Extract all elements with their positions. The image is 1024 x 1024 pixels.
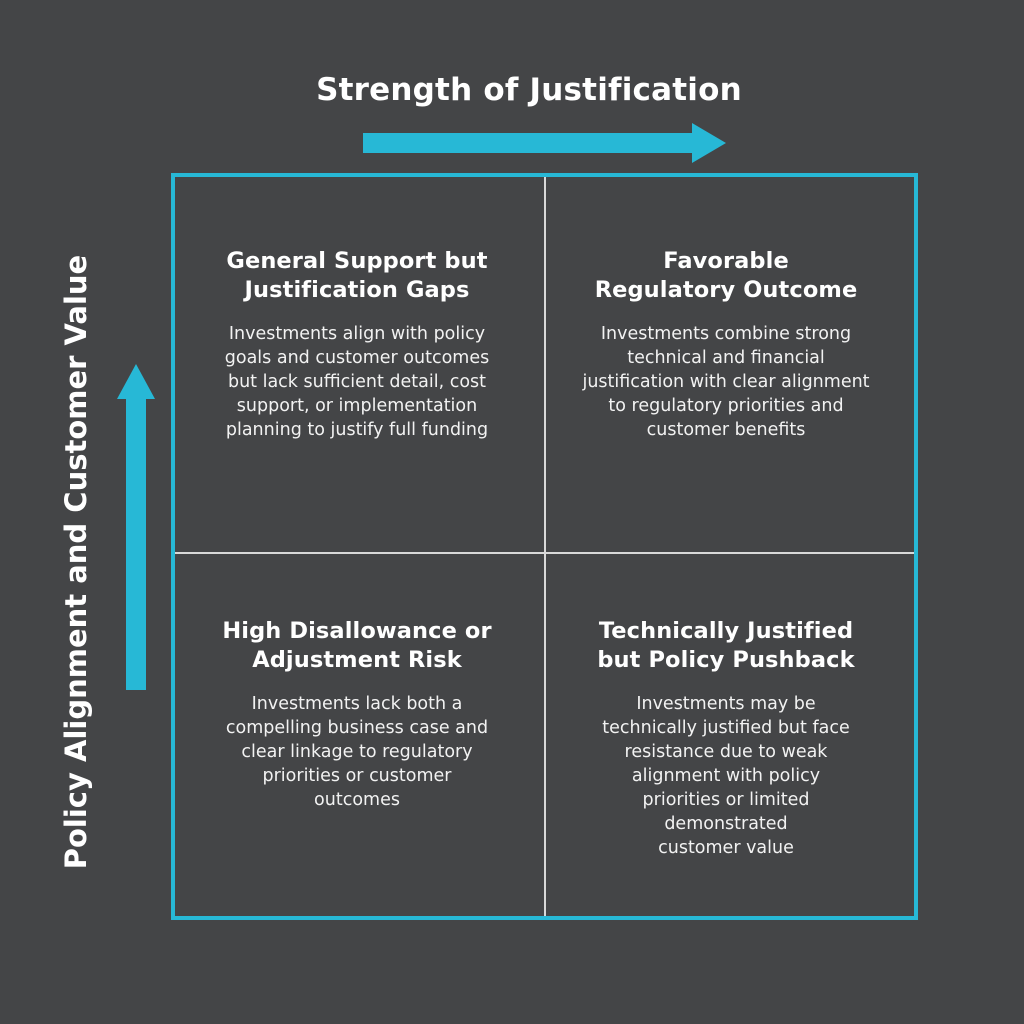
quadrant-title: High Disallowance or Adjustment Risk (222, 618, 492, 673)
quadrant-top-left: General Support but Justification Gaps I… (191, 247, 523, 442)
quadrant-description: Investments lack both a compelling busin… (225, 694, 489, 810)
quadrant-grid: General Support but Justification Gaps I… (171, 173, 918, 920)
quadrant-bottom-right: Technically Justified but Policy Pushbac… (560, 617, 892, 860)
quadrant-top-right: Favorable Regulatory Outcome Investments… (560, 247, 892, 442)
vertical-divider (544, 177, 546, 916)
up-arrow-icon (117, 364, 155, 690)
quadrant-description: Investments may be technically justified… (602, 694, 850, 858)
quadrant-title: General Support but Justification Gaps (226, 248, 488, 303)
quadrant-title: Favorable Regulatory Outcome (594, 248, 858, 303)
y-axis-title: Policy Alignment and Customer Value (59, 254, 93, 870)
quadrant-title: Technically Justified but Policy Pushbac… (597, 618, 855, 673)
quadrant-description: Investments align with policy goals and … (224, 324, 490, 440)
quadrant-bottom-left: High Disallowance or Adjustment Risk Inv… (191, 617, 523, 812)
x-axis-title: Strength of Justification (316, 72, 742, 108)
horizontal-divider (175, 552, 914, 554)
right-arrow-icon (363, 123, 726, 163)
quadrant-description: Investments combine strong technical and… (582, 324, 870, 440)
